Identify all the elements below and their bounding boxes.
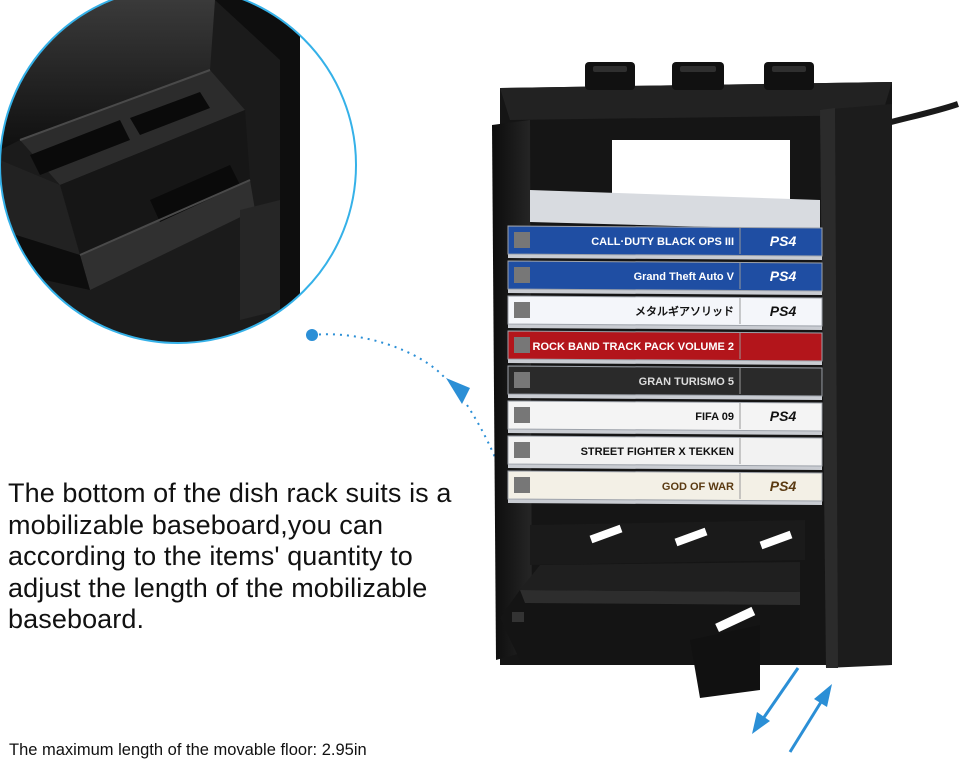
description-line: mobilizable baseboard,you can [8,509,384,540]
game-title: FIFA 09 [695,411,734,423]
game-case: Grand Theft Auto V PS4 [507,260,823,295]
game-title: メタルギアソリッド [635,304,734,318]
game-case: GOD OF WAR PS4 [507,470,823,505]
platform-logo: PS4 [770,303,797,319]
game-title: STREET FIGHTER X TEKKEN [581,446,734,458]
movable-baseboard [500,520,805,698]
max-length-note: The maximum length of the movable floor:… [9,741,367,759]
description-line: The bottom of the dish rack suits is a [8,478,452,508]
description-line: baseboard. [8,604,145,634]
platform-logo: PS4 [770,268,797,284]
game-title: CALL·DUTY BLACK OPS III [591,236,734,248]
platform-logo: PS4 [770,408,797,424]
rating-badge-icon [514,232,530,248]
arrowhead-icon [446,378,470,404]
slide-direction-arrows [752,667,832,753]
arrow-up-right-icon [814,684,832,707]
game-title: GOD OF WAR [662,481,734,493]
description-line: according to the items' quantity to [8,541,413,571]
rating-badge-icon [514,337,530,353]
game-case: ROCK BAND TRACK PACK VOLUME 2 [507,330,823,365]
game-title: ROCK BAND TRACK PACK VOLUME 2 [533,341,734,353]
product-description: The bottom of the dish rack suits is a m… [8,478,488,636]
rating-badge-icon [514,267,530,283]
rating-badge-icon [514,407,530,423]
game-case: GRAN TURISMO 5 [507,365,823,400]
connector-dotted-arrow [306,329,498,463]
rating-badge-icon [514,442,530,458]
game-case: メタルギアソリッド PS4 [507,295,823,330]
game-case: STREET FIGHTER X TEKKEN [507,435,823,470]
rating-badge-icon [514,302,530,318]
rating-badge-icon [514,477,530,493]
game-case: FIFA 09 PS4 [507,400,823,435]
rating-badge-icon [514,372,530,388]
magnified-detail [0,0,357,344]
game-case: CALL·DUTY BLACK OPS III PS4 [507,225,823,260]
platform-logo: PS4 [770,478,797,494]
description-line: adjust the length of the mobilizable [8,572,428,603]
arrow-down-left-icon [752,712,770,734]
game-title: Grand Theft Auto V [634,271,735,283]
game-title: GRAN TURISMO 5 [639,376,734,388]
platform-logo: PS4 [770,233,797,249]
